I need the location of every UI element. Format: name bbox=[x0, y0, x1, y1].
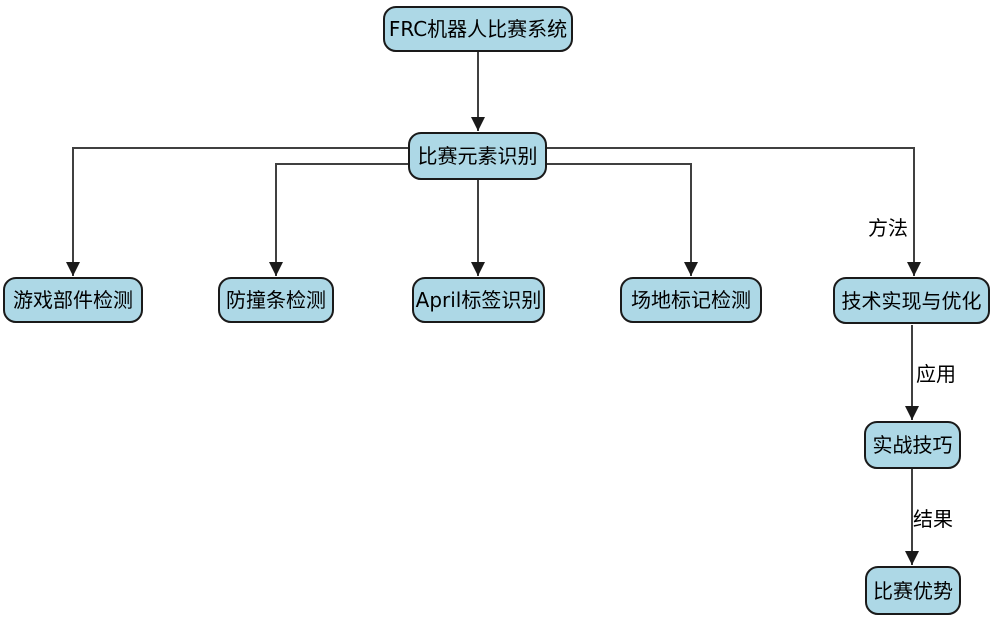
edge-elements-to-game-piece bbox=[66, 147, 408, 276]
edge-label-method: 方法 bbox=[868, 216, 908, 240]
edge-elements-to-field-marker bbox=[547, 163, 698, 276]
node-game-piece-detection-label: 游戏部件检测 bbox=[13, 288, 133, 312]
node-frc-system: FRC机器人比赛系统 bbox=[383, 6, 573, 52]
node-frc-system-label: FRC机器人比赛系统 bbox=[388, 17, 568, 41]
node-apriltag-recognition-label: April标签识别 bbox=[415, 288, 542, 312]
node-competition-elements: 比赛元素识别 bbox=[408, 132, 547, 180]
node-game-piece-detection: 游戏部件检测 bbox=[3, 277, 143, 323]
node-competition-advantage: 比赛优势 bbox=[865, 566, 961, 615]
node-bumper-detection-label: 防撞条检测 bbox=[226, 288, 326, 312]
edge-elements-to-tech bbox=[547, 147, 921, 276]
node-practical-skills: 实战技巧 bbox=[864, 421, 961, 469]
edge-elements-to-bumper bbox=[269, 163, 408, 276]
edge-label-result: 结果 bbox=[913, 507, 953, 531]
edge-label-application: 应用 bbox=[916, 362, 956, 386]
node-practical-skills-label: 实战技巧 bbox=[872, 433, 953, 457]
node-bumper-detection: 防撞条检测 bbox=[218, 277, 334, 323]
node-tech-implementation-label: 技术实现与优化 bbox=[841, 288, 982, 313]
node-field-marker-detection-label: 场地标记检测 bbox=[631, 288, 751, 312]
node-field-marker-detection: 场地标记检测 bbox=[620, 277, 762, 323]
node-competition-advantage-label: 比赛优势 bbox=[873, 578, 953, 603]
node-apriltag-recognition: April标签识别 bbox=[412, 277, 545, 323]
node-competition-elements-label: 比赛元素识别 bbox=[417, 144, 538, 168]
node-tech-implementation: 技术实现与优化 bbox=[833, 277, 990, 324]
